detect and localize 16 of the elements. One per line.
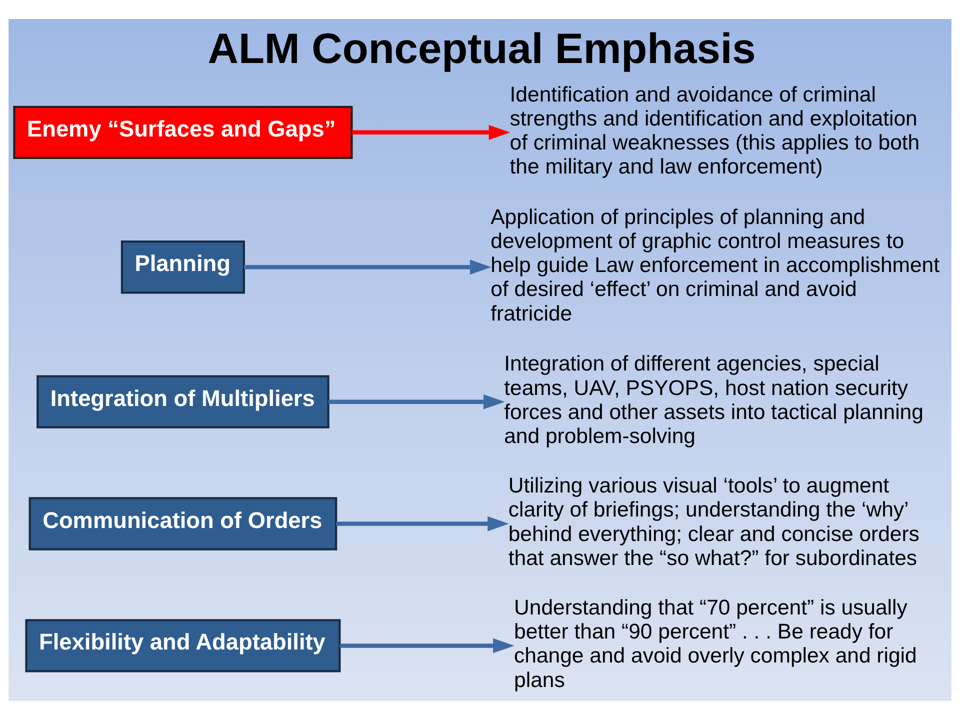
node-text: Understanding that “70 percent” is usually better than “90 percent” . . . Be ready for change and avoid overly complex and rigid plans <box>514 596 917 692</box>
arrow <box>336 516 509 532</box>
node-text: Integration of different agencies, special teams, UAV, PSYOPS, host nation security forces and other assets into tactical planning and problem-solving <box>504 352 924 448</box>
diagram-title: ALM Conceptual Emphasis <box>208 24 756 73</box>
arrow <box>340 638 514 654</box>
node-box: Flexibility and Adaptability <box>25 619 341 672</box>
node-box: Communication of Orders <box>28 497 338 550</box>
node-text: Application of principles of planning and development of graphic control measures to help guide Law enforcement in accomplishment of desired ‘effect’ on criminal and avoid fratricide <box>490 204 940 326</box>
node-box: Enemy “Surfaces and Gaps” <box>13 106 353 160</box>
node-box: Integration of Multipliers <box>36 375 330 428</box>
arrow <box>244 260 492 275</box>
node-box: Planning <box>120 240 245 294</box>
node-text: Utilizing various visual ‘tools’ to augment clarity of briefings; understanding the ‘why’ behind everything; clear and concise orders that answer the “so what?” for subordinates <box>508 474 920 570</box>
arrow <box>352 124 510 140</box>
arrow <box>328 394 505 410</box>
node-text: Identification and avoidance of criminal strengths and identification and exploitation of criminal weaknesses (this applies to both the military and law enforcement) <box>510 82 920 179</box>
